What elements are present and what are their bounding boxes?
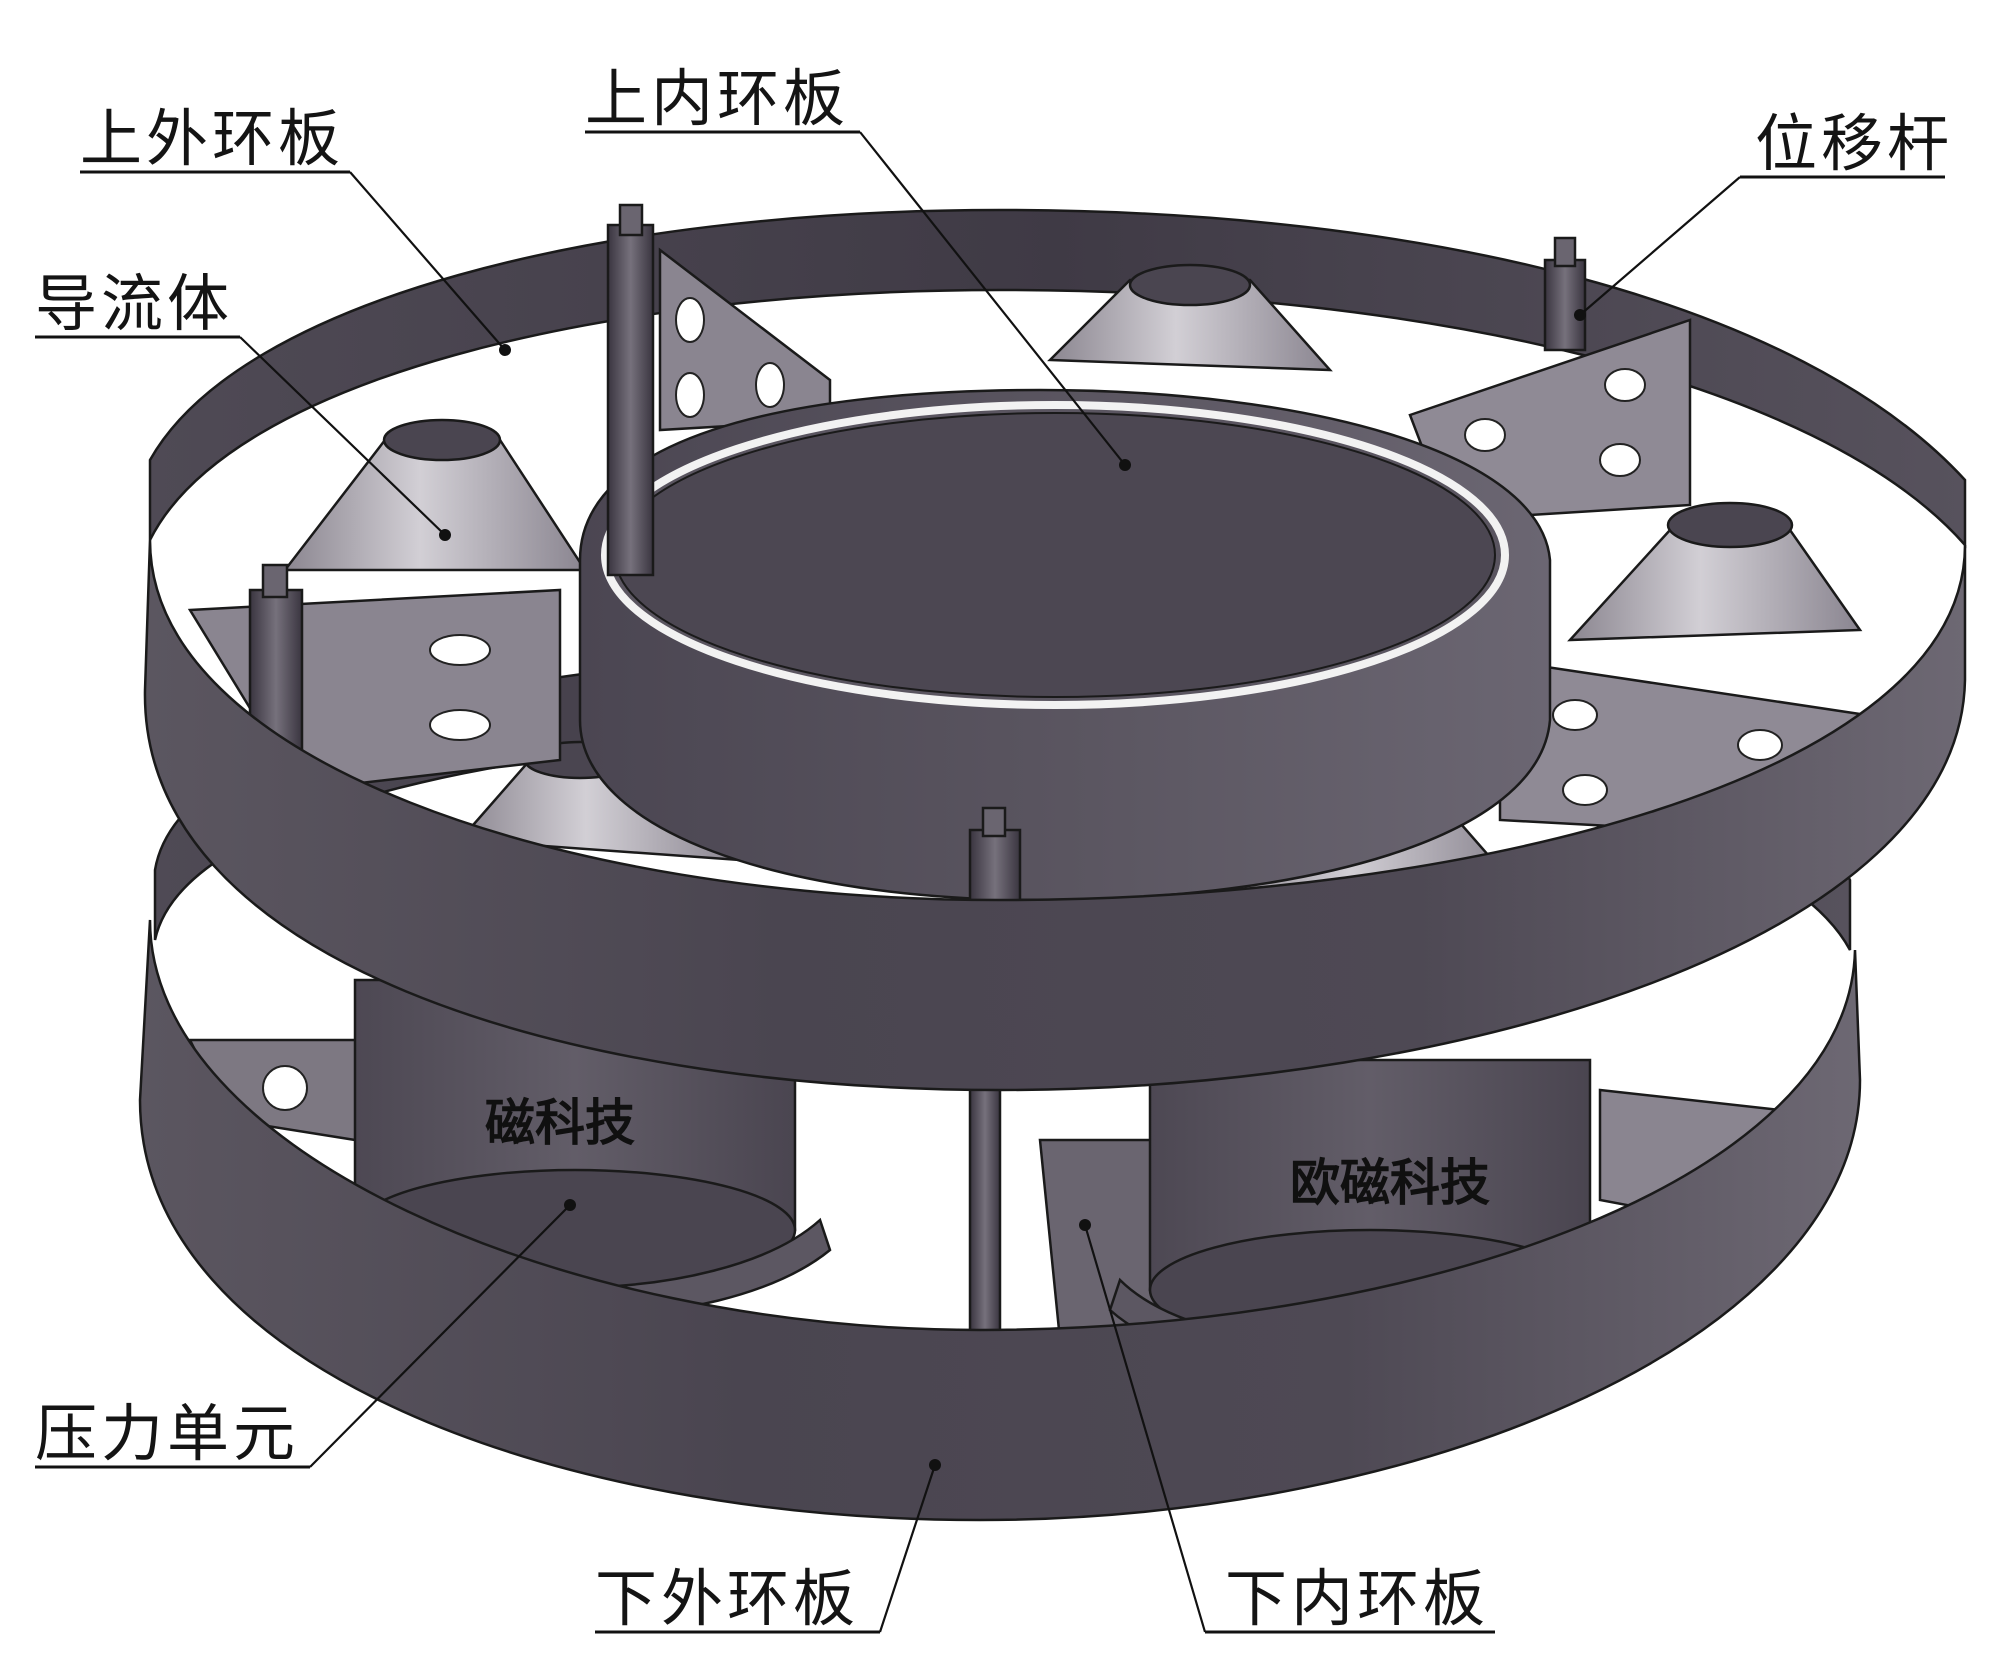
leader-dot bbox=[564, 1199, 576, 1211]
flow-guide-body-left bbox=[282, 418, 588, 572]
bracket-hole bbox=[1464, 418, 1506, 452]
leader-dot bbox=[1079, 1219, 1091, 1231]
displacement-rod-back-left bbox=[606, 203, 655, 577]
bracket-hole bbox=[1737, 729, 1783, 761]
label-pressure-unit: 压力单元 bbox=[35, 1397, 299, 1470]
label-lower-outer-ring-plate: 下外环板 bbox=[595, 1562, 859, 1635]
leader-dot bbox=[1574, 309, 1586, 321]
leader-line bbox=[309, 1204, 571, 1468]
watermark-left: 磁科技 bbox=[485, 1093, 635, 1152]
watermark-right: 欧磁科技 bbox=[1290, 1153, 1490, 1212]
bracket-hole bbox=[755, 362, 785, 408]
displacement-rod-back-right bbox=[1543, 236, 1587, 352]
leader-line bbox=[1083, 1224, 1207, 1633]
label-flow-guide-body: 导流体 bbox=[35, 267, 233, 340]
upper-outer-ring-plate bbox=[143, 539, 1967, 1092]
bracket-hole bbox=[675, 372, 705, 418]
flow-guide-body-back bbox=[1047, 263, 1333, 372]
leader-dot bbox=[1119, 459, 1131, 471]
bracket-hole bbox=[1552, 699, 1598, 731]
upper-assembly bbox=[143, 203, 1967, 1092]
bracket-hole bbox=[1562, 774, 1608, 806]
leader-line bbox=[878, 1464, 937, 1633]
label-lower-inner-ring-plate: 下内环板 bbox=[1225, 1562, 1489, 1635]
bracket-hole bbox=[1599, 443, 1641, 477]
label-upper-outer-ring-plate: 上外环板 bbox=[80, 102, 344, 175]
flow-guide-body-right bbox=[1567, 501, 1863, 642]
leader-line bbox=[349, 171, 506, 351]
leader-line bbox=[1579, 176, 1741, 316]
leader-dot bbox=[439, 529, 451, 541]
leader-line bbox=[239, 336, 446, 536]
bracket-hole bbox=[262, 1065, 308, 1111]
bracket-hole bbox=[429, 634, 491, 666]
bracket-hole bbox=[1604, 368, 1646, 402]
leader-dot bbox=[499, 344, 511, 356]
bracket-hole bbox=[675, 297, 705, 343]
callouts: 上外环板 上内环板 位移杆 导流体 压力单元 下外环板 下内环板 bbox=[35, 62, 1953, 1635]
lower-outer-ring-plate bbox=[138, 919, 1862, 1522]
leader-dot bbox=[929, 1459, 941, 1471]
label-upper-inner-ring-plate: 上内环板 bbox=[585, 62, 849, 135]
bracket-hole bbox=[429, 709, 491, 741]
leader-line bbox=[859, 131, 1126, 466]
label-displacement-rod: 位移杆 bbox=[1755, 107, 1953, 180]
